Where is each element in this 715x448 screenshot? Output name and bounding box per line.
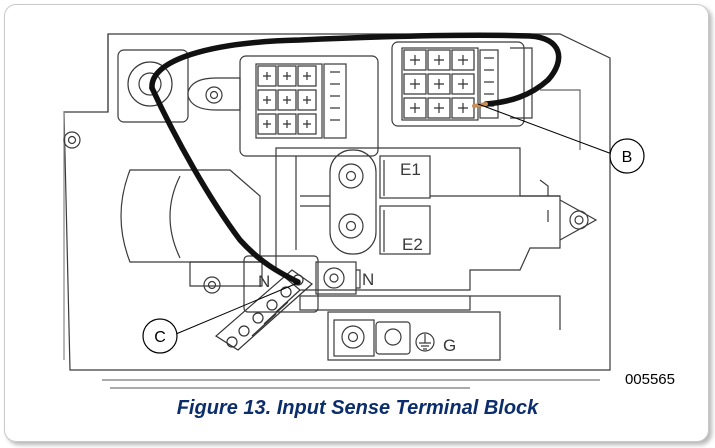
housing-outline <box>63 33 611 371</box>
label-e2: E2 <box>402 235 423 254</box>
neutral-terminal-strip <box>214 269 313 351</box>
sense-wire <box>149 32 562 107</box>
figure-caption: Figure 13. Input Sense Terminal Block <box>176 397 539 419</box>
label-n-right: N <box>362 270 374 289</box>
neutral-bolt <box>323 267 345 289</box>
e1-lug-bolt <box>338 163 364 189</box>
ground-symbol-icon <box>415 332 435 352</box>
e2-lug-bolt <box>338 213 364 239</box>
ground-bolt <box>341 325 365 349</box>
label-g: G <box>443 336 456 355</box>
callout-c-leader <box>175 281 301 335</box>
e1-e2-lug-assembly <box>275 147 598 291</box>
ground-bar <box>327 311 501 361</box>
label-e1: E1 <box>400 160 421 179</box>
neutral-bar-region <box>189 255 561 330</box>
cable-grommet <box>127 61 173 107</box>
callout-b-leader <box>477 103 613 155</box>
terminal-module-right <box>391 41 581 150</box>
mounting-hole-right <box>569 210 589 230</box>
figure-id: 005565 <box>624 371 675 388</box>
callout-c-circle <box>142 318 178 354</box>
terminal-module-left <box>239 55 379 157</box>
callout-b-label: B <box>622 149 633 166</box>
mounting-hole-left <box>63 131 81 149</box>
label-n-left: N <box>258 272 270 291</box>
callout-b-circle <box>609 138 645 174</box>
callout-c-label: C <box>154 329 166 346</box>
